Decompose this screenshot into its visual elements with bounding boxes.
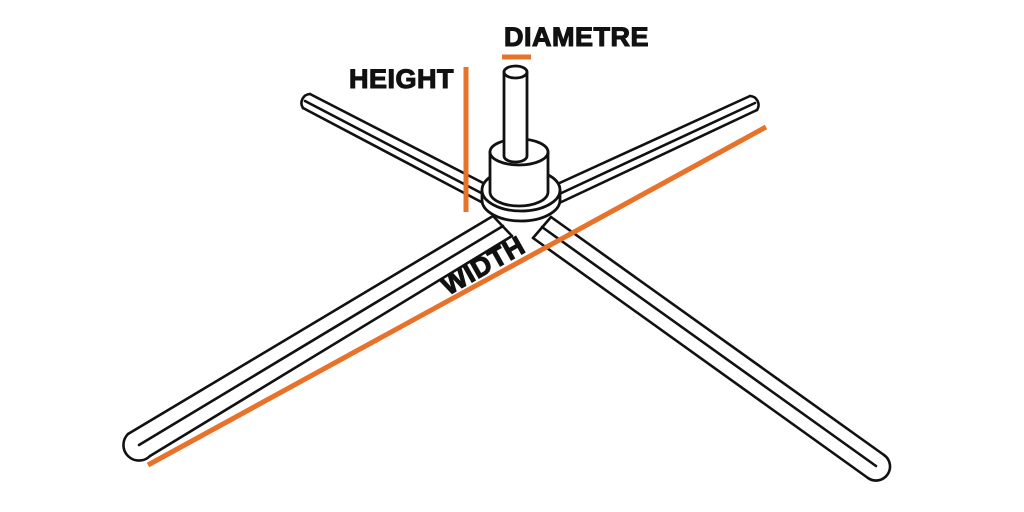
diametre-label: DIAMETRE [503,21,649,52]
leg-lower-right [531,215,892,482]
leg-upper-left [300,92,491,207]
central-pole [502,70,529,164]
base-legs [122,92,892,482]
leg-lower-left [122,214,514,462]
hub-collar [488,150,550,208]
central-pole-top [502,64,529,80]
height-label: HEIGHT [348,63,455,94]
leg-upper-right [551,94,760,207]
width-measure-line [146,124,768,468]
dimension-marks [146,54,768,468]
base-hub [480,64,562,223]
